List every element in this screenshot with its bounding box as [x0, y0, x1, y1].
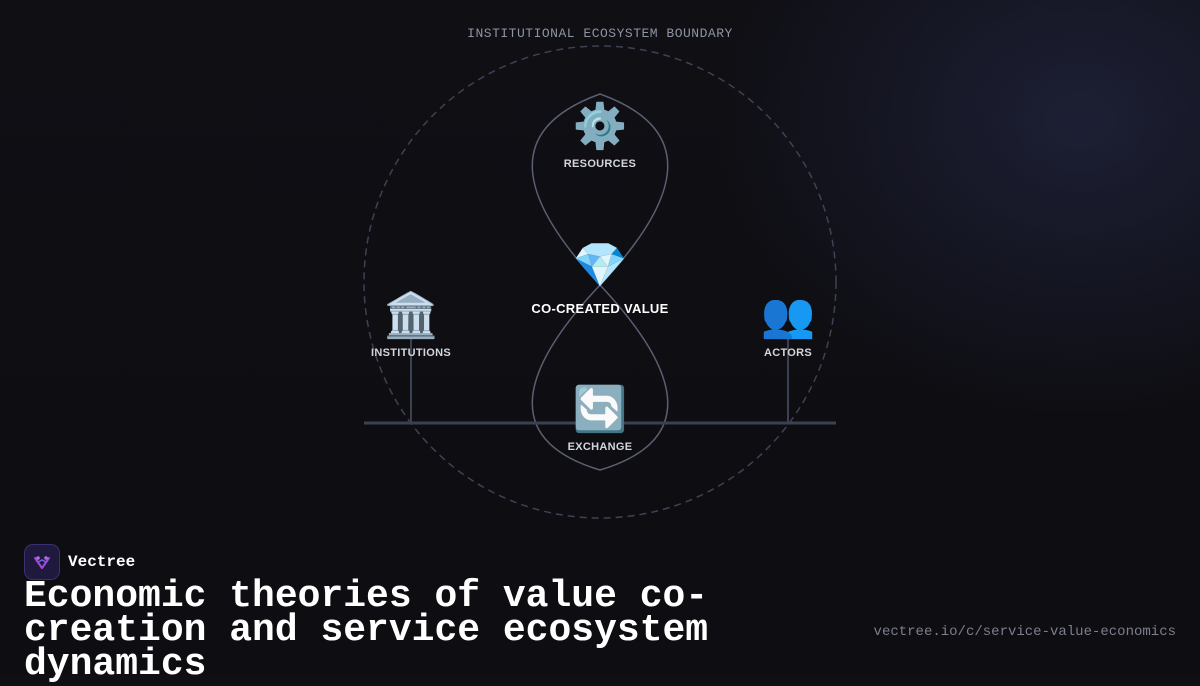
classical-building-icon: 🏛️: [383, 291, 439, 340]
exchange-label: EXCHANGE: [567, 441, 633, 453]
ecosystem-boundary-circle: [363, 45, 837, 519]
page-title: Economic theories of value co-creation a…: [24, 575, 709, 686]
gear-icon: ⚙️: [572, 102, 628, 151]
value-loop-lower: [531, 283, 669, 471]
actors-label: ACTORS: [763, 347, 813, 359]
node-co-created-value: 💎 CO-CREATED VALUE: [520, 241, 680, 316]
co-created-value-label: CO-CREATED VALUE: [531, 301, 669, 316]
boundary-label: INSTITUTIONAL ECOSYSTEM BOUNDARY: [467, 26, 733, 41]
node-resources: ⚙️ RESOURCES: [520, 102, 680, 170]
brand[interactable]: Vectree: [24, 544, 135, 580]
people-icon: 👥: [760, 291, 816, 340]
gem-icon: 💎: [572, 241, 628, 290]
resources-label: RESOURCES: [563, 158, 637, 170]
node-actors: 👥 ACTORS: [708, 291, 868, 359]
brand-name: Vectree: [68, 553, 136, 571]
source-url[interactable]: vectree.io/c/service-value-economics: [873, 624, 1176, 640]
vectree-logo-icon: [24, 544, 60, 580]
institutions-label: INSTITUTIONS: [371, 347, 451, 359]
node-exchange: 🔄 EXCHANGE: [520, 385, 680, 453]
node-institutions: 🏛️ INSTITUTIONS: [331, 291, 491, 359]
refresh-arrows-icon: 🔄: [572, 385, 628, 434]
